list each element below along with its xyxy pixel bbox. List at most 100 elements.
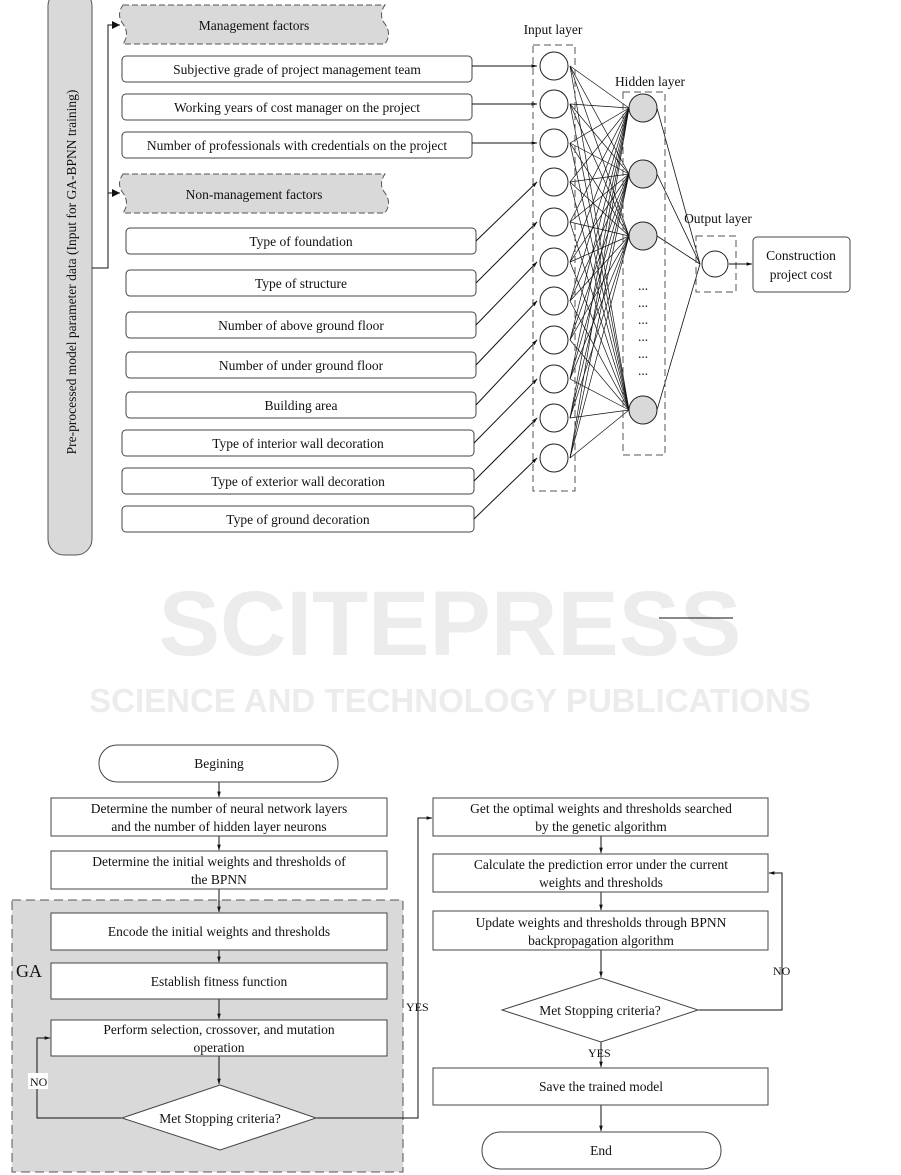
ga-label: GA — [16, 961, 42, 981]
step-text: Determine the initial weights and thresh… — [92, 854, 346, 869]
connection — [569, 107, 630, 223]
hidden-neuron — [628, 221, 658, 251]
step-text: Determine the number of neural network l… — [91, 801, 347, 816]
connection — [569, 107, 630, 263]
input-factor-text: Type of ground decoration — [226, 512, 370, 527]
watermark-title: SCITEPRESS — [159, 573, 742, 675]
step-text: the BPNN — [191, 872, 247, 887]
input-neuron — [539, 128, 569, 158]
side-label: Pre-processed model parameter data (Inpu… — [64, 90, 79, 455]
step-encode: Encode the initial weights and threshold… — [50, 912, 388, 951]
step-perform-operations: Perform selection, crossover, and mutati… — [50, 1019, 388, 1057]
input-neuron — [539, 89, 569, 119]
step-fitness: Establish fitness function — [50, 962, 388, 1000]
input-factor-text: Type of structure — [255, 276, 347, 291]
connection — [569, 300, 630, 411]
input-arrow — [475, 261, 538, 326]
begin-terminal: Begining — [98, 744, 339, 783]
bracket-connector — [92, 24, 120, 269]
connection — [569, 235, 630, 341]
no-label: NO — [30, 1075, 48, 1089]
hidden-neuron — [628, 395, 658, 425]
end-text: End — [590, 1143, 612, 1158]
input-neuron — [539, 51, 569, 81]
step-text: Encode the initial weights and threshold… — [108, 924, 330, 939]
connection — [656, 173, 701, 265]
decision-text: Met Stopping criteria? — [159, 1111, 280, 1126]
hidden-ellipsis: ... — [638, 312, 648, 327]
step-get-optimal: Get the optimal weights and thresholds s… — [432, 797, 769, 837]
side-input-bar: Pre-processed model parameter data (Inpu… — [47, 0, 93, 556]
connection — [569, 235, 630, 459]
begin-text: Begining — [194, 756, 244, 771]
step-save-model: Save the trained model — [432, 1067, 769, 1106]
input-factor-box: Number of above ground floor — [125, 311, 477, 339]
step-determine-layers: Determine the number of neural network l… — [50, 797, 388, 837]
input-factor-text: Number of professionals with credentials… — [147, 138, 448, 153]
no-label-2: NO — [773, 964, 791, 978]
output-text-1: Construction — [766, 248, 836, 263]
connection — [569, 221, 630, 237]
connection — [569, 409, 630, 459]
step-text: operation — [194, 1040, 245, 1055]
output-box: Construction project cost — [752, 236, 851, 293]
input-factor-box: Number of professionals with credentials… — [121, 131, 473, 159]
connection — [569, 181, 630, 237]
hidden-ellipsis: ... — [638, 329, 648, 344]
connection — [569, 107, 630, 183]
step-text: and the number of hidden layer neurons — [111, 819, 326, 834]
input-factor-box: Type of exterior wall decoration — [121, 467, 475, 495]
connection — [656, 235, 701, 265]
connection — [569, 173, 630, 380]
input-factor-text: Type of exterior wall decoration — [211, 474, 385, 489]
hidden-ellipsis: ... — [638, 346, 648, 361]
hidden-neuron — [628, 93, 658, 123]
step-text: Get the optimal weights and thresholds s… — [470, 801, 732, 816]
hidden-layer-frame — [622, 91, 666, 456]
ga-decision: Met Stopping criteria? — [120, 1084, 318, 1151]
connection — [569, 173, 630, 341]
input-arrow — [475, 181, 538, 242]
input-neuron — [539, 167, 569, 197]
hidden-neuron — [628, 159, 658, 189]
hidden-layer-label: Hidden layer — [615, 74, 686, 89]
input-factor-text: Building area — [264, 398, 337, 413]
input-neuron — [539, 364, 569, 394]
step-text: backpropagation algorithm — [528, 933, 674, 948]
input-factor-text: Number of above ground floor — [218, 318, 384, 333]
connection — [569, 235, 630, 419]
input-neuron — [539, 286, 569, 316]
input-layer-label: Input layer — [524, 22, 583, 37]
input-factor-text: Type of interior wall decoration — [212, 436, 384, 451]
connection — [569, 107, 630, 380]
connection — [569, 173, 630, 302]
bp-decision: Met Stopping criteria? — [500, 977, 700, 1043]
input-factor-box: Number of under ground floor — [125, 351, 477, 379]
watermark-subtitle: SCIENCE AND TECHNOLOGY PUBLICATIONS — [89, 682, 811, 719]
input-layer-frame — [532, 44, 576, 492]
connection — [569, 173, 630, 419]
connection — [569, 261, 630, 411]
input-factor-text: Subjective grade of project management t… — [173, 62, 421, 77]
connection — [569, 103, 630, 175]
hidden-ellipsis: ... — [638, 363, 648, 378]
input-neuron — [539, 325, 569, 355]
input-arrow — [475, 300, 538, 366]
input-factor-text: Type of foundation — [249, 234, 353, 249]
connection — [569, 235, 630, 380]
input-factor-box: Building area — [125, 391, 477, 419]
connection — [569, 103, 630, 109]
management-header-text: Management factors — [199, 18, 310, 33]
decision-text: Met Stopping criteria? — [539, 1003, 660, 1018]
step-text: Calculate the prediction error under the… — [474, 857, 728, 872]
connection — [569, 107, 630, 341]
connection — [569, 142, 630, 237]
non-management-header-text: Non-management factors — [186, 187, 323, 202]
input-arrow — [473, 417, 538, 482]
input-neuron — [539, 207, 569, 237]
connection — [569, 107, 630, 459]
input-factor-text: Number of under ground floor — [219, 358, 384, 373]
non-management-factors-header: Non-management factors — [119, 173, 389, 214]
step-initial-weights: Determine the initial weights and thresh… — [50, 850, 388, 890]
watermark: SCITEPRESS SCIENCE AND TECHNOLOGY PUBLIC… — [89, 573, 811, 719]
